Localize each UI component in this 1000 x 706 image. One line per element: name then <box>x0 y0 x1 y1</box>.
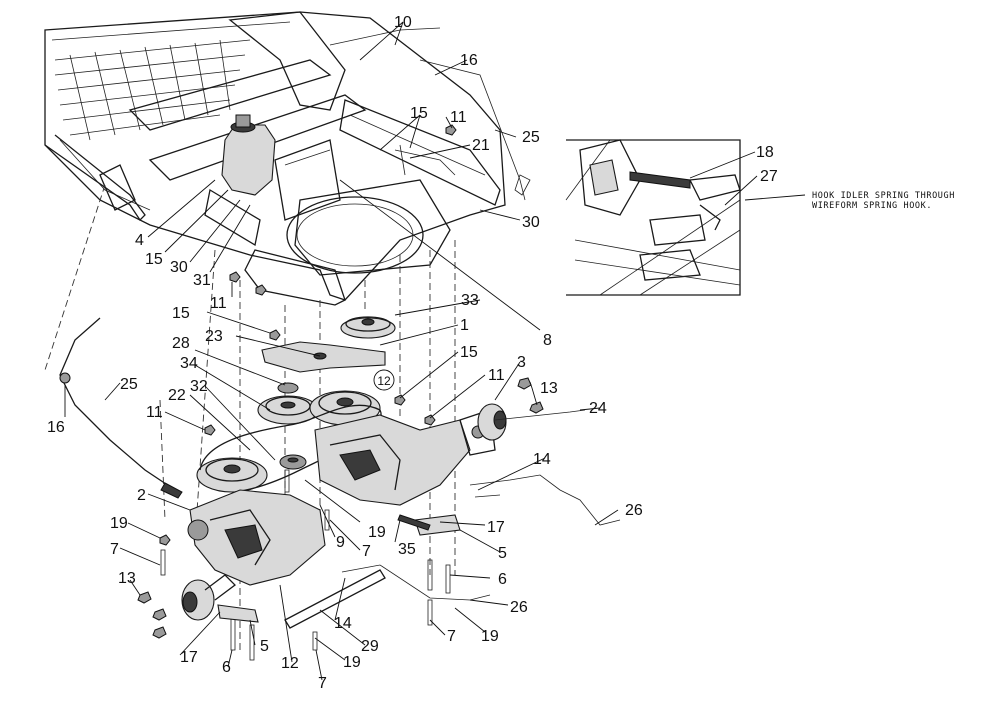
callout-11: 11 <box>146 404 163 421</box>
callout-11: 11 <box>450 109 467 126</box>
callout-4: 4 <box>135 232 144 249</box>
callout-22: 22 <box>168 387 186 404</box>
callout-14: 14 <box>334 615 352 632</box>
brake-cable-25 <box>59 317 183 499</box>
linkages <box>217 409 621 629</box>
callout-13: 13 <box>540 380 558 397</box>
pulley-right-transaxle <box>309 390 381 426</box>
callout-7: 7 <box>110 541 119 558</box>
callout-labels: 10 16 15 11 25 21 30 4 15 30 31 11 33 8 … <box>47 14 778 692</box>
callout-33: 33 <box>461 292 479 309</box>
callout-5: 5 <box>498 545 507 562</box>
callout-23: 23 <box>205 328 223 345</box>
callout-17: 17 <box>487 519 505 536</box>
right-transaxle <box>314 403 507 506</box>
callout-15: 15 <box>172 305 190 322</box>
callout-18: 18 <box>756 144 774 161</box>
callout-30: 30 <box>522 214 540 231</box>
floor-grid <box>54 39 251 141</box>
callout-15: 15 <box>460 344 478 361</box>
callout-26: 26 <box>510 599 528 616</box>
callout-11: 11 <box>210 295 227 312</box>
callout-19: 19 <box>368 524 386 541</box>
idler-pulley-28 <box>277 382 299 394</box>
callout-7: 7 <box>362 543 371 560</box>
svg-text:12: 12 <box>377 374 391 388</box>
callout-6: 6 <box>222 659 231 676</box>
svg-text:WIREFORM SPRING HOOK.: WIREFORM SPRING HOOK. <box>812 201 932 211</box>
callout-31: 31 <box>193 272 211 289</box>
fasteners <box>137 124 544 661</box>
callout-5: 5 <box>260 638 269 655</box>
circled-callout-12: 12 <box>373 369 395 391</box>
hydraulic-reservoir <box>221 114 276 196</box>
drive-belt <box>199 404 382 493</box>
pulley-left-transaxle <box>196 457 268 493</box>
callout-7: 7 <box>318 675 327 692</box>
callout-15: 15 <box>410 105 428 122</box>
callout-25: 25 <box>522 129 540 146</box>
callout-16: 16 <box>460 52 478 69</box>
callout-9: 9 <box>336 534 345 551</box>
callout-11: 11 <box>488 367 505 384</box>
mower-frame-assembly <box>44 11 531 306</box>
callout-10: 10 <box>394 14 412 31</box>
callout-3: 3 <box>517 354 526 371</box>
callout-35: 35 <box>398 541 416 558</box>
callout-27: 27 <box>760 168 778 185</box>
callout-8: 8 <box>543 332 552 349</box>
leader-lines <box>64 21 806 681</box>
callout-24: 24 <box>589 400 607 417</box>
callout-6: 6 <box>498 571 507 588</box>
callout-19: 19 <box>481 628 499 645</box>
callout-1: 1 <box>460 317 469 334</box>
callout-13: 13 <box>118 570 136 587</box>
callout-19: 19 <box>343 654 361 671</box>
callout-15: 15 <box>145 251 163 268</box>
pulley-33 <box>340 316 396 339</box>
callout-25: 25 <box>120 376 138 393</box>
callout-28: 28 <box>172 335 190 352</box>
left-transaxle <box>181 489 326 621</box>
callout-29: 29 <box>361 638 379 655</box>
callout-2: 2 <box>137 487 146 504</box>
callout-12: 12 <box>281 655 299 672</box>
callout-32: 32 <box>190 378 208 395</box>
callout-7: 7 <box>447 628 456 645</box>
idler-pulley-32 <box>279 454 307 470</box>
callout-17: 17 <box>180 649 198 666</box>
callout-21: 21 <box>472 137 490 154</box>
callout-30: 30 <box>170 259 188 276</box>
svg-text:HOOK IDLER SPRING THROUGH: HOOK IDLER SPRING THROUGH <box>812 191 955 201</box>
callout-34: 34 <box>180 355 198 372</box>
callout-26: 26 <box>625 502 643 519</box>
inset-note: HOOK IDLER SPRING THROUGH WIREFORM SPRIN… <box>812 191 955 211</box>
callout-16: 16 <box>47 419 65 436</box>
detail-inset <box>565 139 741 296</box>
callout-14: 14 <box>533 451 551 468</box>
callout-19: 19 <box>110 515 128 532</box>
